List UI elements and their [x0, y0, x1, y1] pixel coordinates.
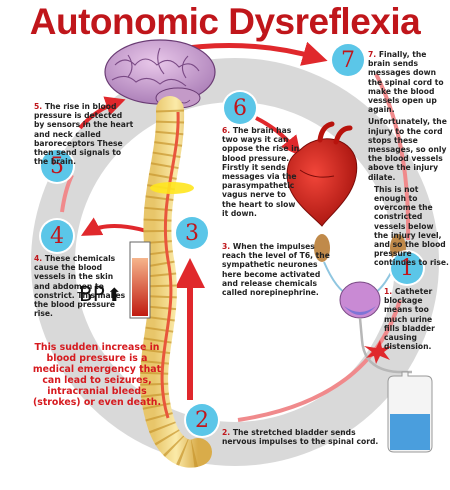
- step-2-label-number: 2.: [222, 428, 231, 437]
- step-7-circle: 7: [332, 44, 364, 76]
- step-5-description: The rise in blood pressure is detected b…: [34, 102, 134, 167]
- step-5-text: 5. The rise in blood pressure is detecte…: [34, 102, 134, 166]
- bp-up-arrow-icon: ⬆: [106, 285, 122, 306]
- bp-label: BP: [79, 282, 105, 306]
- step-3-label-number: 3.: [222, 242, 231, 251]
- step-7-label-number: 7.: [368, 50, 377, 59]
- spine-icon: [140, 96, 212, 468]
- bp-indicator: BP⬆: [79, 282, 122, 306]
- step-3-circle: 3: [176, 217, 208, 249]
- step-6-number: 6: [233, 95, 247, 121]
- arrow-4-to-5: [60, 174, 74, 213]
- step-5-number: 5: [50, 153, 64, 179]
- step-6-circle: 6: [224, 92, 256, 124]
- step-6-label-number: 6.: [222, 126, 231, 135]
- step-1-number: 1: [400, 255, 414, 281]
- emergency-warning: This sudden increase in blood pressure i…: [32, 342, 162, 408]
- step-7-description: Finally, the brain sends messages down t…: [368, 50, 444, 115]
- arrow-1-to-2: [237, 299, 402, 422]
- step-4-label-number: 4.: [34, 254, 43, 263]
- step-1-description: Catheter blockage means too much urine f…: [384, 287, 435, 352]
- step-7-description-3: This is not enough to overcome the const…: [374, 184, 449, 268]
- step-1-label-number: 1.: [384, 287, 393, 296]
- blockage-star-icon: [364, 340, 392, 364]
- step-4-text: 4. These chemicals cause the blood vesse…: [34, 254, 128, 318]
- arrow-5-to-brain: [78, 96, 126, 130]
- step-2-number: 2: [195, 407, 209, 433]
- step-7-text: 7. Finally, the brain sends messages dow…: [368, 50, 450, 268]
- step-3-number: 3: [185, 220, 199, 246]
- step-7-description-2: Unfortunately, the injury to the cord st…: [368, 117, 447, 182]
- step-2-description: The stretched bladder sends nervous impu…: [222, 428, 379, 447]
- bp-thermometer-icon: [129, 241, 151, 319]
- heart-icon: [286, 121, 358, 227]
- step-1-circle: 1: [391, 252, 423, 284]
- page-title: Autonomic Dysreflexia: [29, 1, 421, 42]
- step-6-description: The brain has two ways it can oppose the…: [222, 126, 300, 218]
- step-5-circle: 5: [41, 150, 73, 182]
- step-3-description: When the impulses reach the level of T6,…: [222, 242, 330, 298]
- catheter-bag-icon: [387, 371, 433, 453]
- brain-icon: [104, 39, 216, 109]
- step-2-text: 2. The stretched bladder sends nervous i…: [222, 428, 382, 446]
- step-7-number: 7: [341, 47, 355, 73]
- step-3-text: 3. When the impulses reach the level of …: [222, 242, 332, 297]
- step-1-text: 1. Catheter blockage means too much urin…: [384, 287, 450, 351]
- step-5-label-number: 5.: [34, 102, 43, 111]
- step-4-circle: 4: [41, 220, 73, 252]
- arrow-7-to-1: [374, 73, 411, 241]
- arrow-6-to-heart: [255, 116, 301, 157]
- step-4-number: 4: [50, 223, 64, 249]
- step-2-circle: 2: [186, 404, 218, 436]
- arrow-3-to-4: [80, 217, 151, 236]
- step-6-text: 6. The brain has two ways it can oppose …: [222, 126, 302, 218]
- step-4-description: These chemicals cause the blood vessels …: [34, 254, 126, 319]
